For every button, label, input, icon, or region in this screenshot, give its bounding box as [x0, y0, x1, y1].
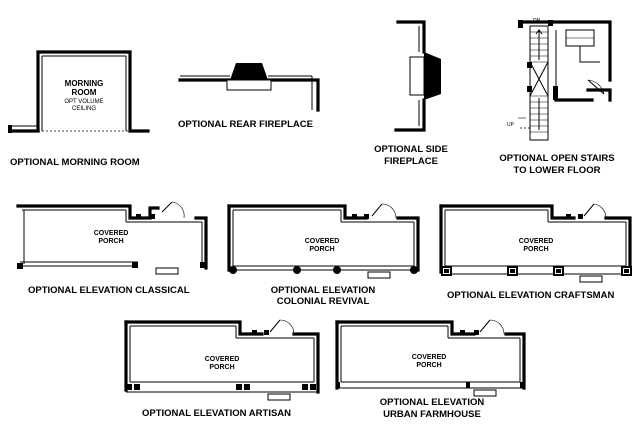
craftsman-caption: OPTIONAL ELEVATION CRAFTSMAN — [447, 290, 614, 301]
porch-artisan: COVERED PORCH OPTIONAL ELEVATION ARTISAN — [124, 319, 320, 419]
colonial-revival-caption-line2: COLONIAL REVIVAL — [277, 296, 370, 307]
side-fireplace-caption-line2: FIREPLACE — [384, 156, 438, 167]
porch-label-line2: PORCH — [98, 238, 123, 245]
open-stairs-caption-line1: OPTIONAL OPEN STAIRS — [499, 153, 614, 164]
rear-fireplace-icon — [226, 63, 272, 91]
porch-label-line1: COVERED — [205, 356, 240, 363]
porch-classical: COVERED PORCH OPTIONAL ELEVATION CLASSIC… — [16, 201, 208, 296]
door-swing-icon — [479, 319, 505, 335]
volume-ceiling-note-line2: CEILING — [72, 106, 96, 112]
door-swing-icon — [587, 79, 605, 95]
porch-colonial-revival: COVERED PORCH OPTIONAL ELEVATION COLONIA… — [227, 203, 420, 307]
porch-urban-farmhouse: COVERED PORCH OPTIONAL ELEVATION URBAN F… — [335, 319, 526, 420]
door-swing-icon — [269, 319, 295, 335]
porch-label-line1: COVERED — [412, 354, 447, 361]
door-swing-icon — [161, 201, 185, 219]
porch-label-line1: COVERED — [94, 230, 129, 237]
morning-room-walls — [8, 50, 150, 133]
open-stairs-option: DN UP OPTIONAL OPEN STAIRS TO LOWER FLOO… — [499, 18, 614, 176]
urban-farmhouse-caption-line2: URBAN FARMHOUSE — [383, 409, 481, 420]
porch-label-line2: PORCH — [209, 364, 234, 371]
morning-room-option: MORNING ROOM OPT VOLUME CEILING OPTIONAL… — [8, 50, 150, 168]
stairs-down-label: DN — [533, 18, 541, 24]
colonial-revival-caption-line1: OPTIONAL ELEVATION — [271, 285, 376, 296]
porch-label-line2: PORCH — [309, 246, 334, 253]
rear-fireplace-caption: OPTIONAL REAR FIREPLACE — [178, 119, 313, 130]
stairs-up-label: UP — [507, 122, 515, 128]
morning-room-label-line1: MORNING — [65, 79, 104, 88]
side-fireplace-caption-line1: OPTIONAL SIDE — [374, 144, 448, 155]
porch-label-line2: PORCH — [416, 362, 441, 369]
door-swing-icon — [583, 203, 607, 219]
door-swing-icon — [371, 203, 397, 219]
morning-room-label-line2: ROOM — [72, 88, 97, 97]
artisan-caption: OPTIONAL ELEVATION ARTISAN — [142, 408, 291, 419]
morning-room-caption: OPTIONAL MORNING ROOM — [10, 157, 140, 168]
porch-craftsman: COVERED PORCH OPTIONAL ELEVATION CRAFTSM… — [439, 203, 632, 301]
porch-label-line1: COVERED — [519, 238, 554, 245]
side-fireplace-icon — [409, 52, 441, 100]
classical-caption: OPTIONAL ELEVATION CLASSICAL — [28, 285, 190, 296]
staircase-treads — [529, 25, 549, 141]
urban-farmhouse-caption-line1: OPTIONAL ELEVATION — [380, 397, 485, 408]
volume-ceiling-note-line1: OPT VOLUME — [64, 99, 103, 105]
porch-label-line2: PORCH — [523, 246, 548, 253]
porch-label-line1: COVERED — [305, 238, 340, 245]
rear-fireplace-option: OPTIONAL REAR FIREPLACE — [178, 63, 320, 130]
open-stairs-caption-line2: TO LOWER FLOOR — [514, 165, 601, 176]
side-fireplace-option: OPTIONAL SIDE FIREPLACE — [374, 20, 448, 167]
